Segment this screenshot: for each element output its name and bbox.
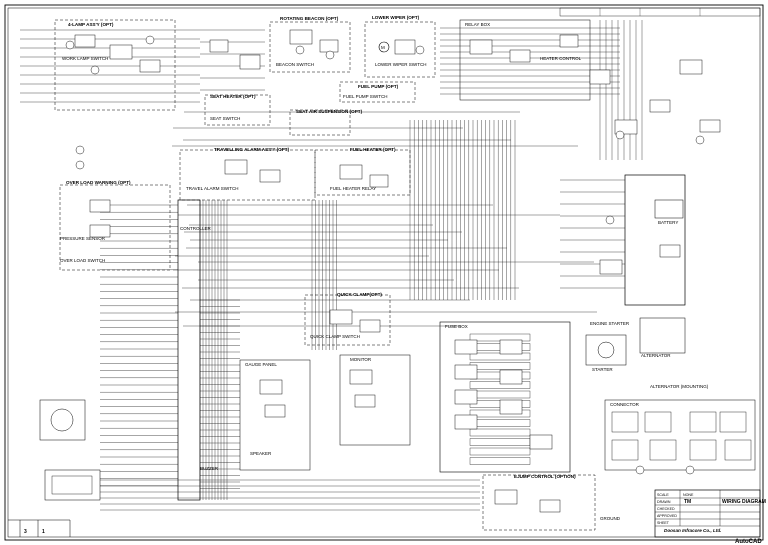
battery-block: BATTERY — [654, 199, 684, 225]
title-drawn-label: DRAWN — [657, 500, 671, 504]
engine-starter-title: ENGINE STARTER — [590, 321, 630, 326]
buzzer-label: BUZZER — [200, 466, 219, 471]
company-name: Doosan Infracore Co., Ltd. — [664, 528, 721, 533]
monitor-label: MONITOR — [350, 357, 372, 362]
revision-strip — [559, 7, 761, 17]
alternator-block: ALTERNATOR ALTERNATOR (MOUNTING) — [624, 174, 709, 389]
controller-block: CONTROLLER — [177, 199, 212, 501]
work-lamp-switch-label: WORK LAMP SWITCH — [62, 56, 108, 61]
wiper-motor-icon — [378, 41, 390, 53]
ground-label: GROUND — [600, 516, 621, 521]
connector-legend-label: CONNECTOR — [610, 402, 640, 407]
work-lamp-block: 4-LAMP ASS'Y (OPT) — [54, 19, 176, 111]
fuel-heater-title: FUEL HEATER (OPT) — [350, 147, 396, 152]
controller-label: CONTROLLER — [180, 226, 212, 231]
quick-clamp-switch-label: QUICK CLAMP SWITCH — [310, 334, 360, 339]
travel-alarm-block: TRAVELLING ALARM ASS'Y (OPT) — [179, 147, 316, 201]
connector-legend: CONNECTOR — [604, 399, 756, 471]
alternator-section-title: ALTERNATOR (MOUNTING) — [650, 384, 709, 389]
fuel-pump-title: FUEL PUMP (OPT) — [358, 84, 399, 89]
title-model: TM — [684, 499, 691, 505]
seat-heater-title: SEAT HEATER (OPT) — [210, 94, 256, 99]
lower-wiper-title: LOWER WIPER (OPT) — [372, 15, 420, 20]
title-scale-value: NONE — [683, 493, 694, 497]
title-approved-label: APPROVED — [657, 514, 677, 518]
sheet-border — [4, 4, 764, 541]
travel-alarm-switch-label: TRAVEL ALARM SWITCH — [186, 186, 239, 191]
rotating-beacon-title: ROTATING BEACON (OPT) — [280, 16, 339, 21]
battery-label: BATTERY — [658, 220, 678, 225]
rotating-beacon-block: ROTATING BEACON (OPT) — [269, 16, 351, 73]
seat-switch-label: SEAT SWITCH — [210, 116, 240, 121]
seat-air-suspension-title: SEAT AIR SUSPENSION (OPT) — [296, 109, 363, 114]
quick-clamp-title: QUICK CLAMP(OPT) — [337, 292, 382, 297]
lower-wiper-switch-label: LOWER WIPER SWITCH — [375, 62, 427, 67]
title-checked-label: CHECKED — [657, 507, 675, 511]
ejump-control-block: EJUMP CONTROL (OPTION) — [482, 474, 596, 531]
autocad-mark: AutoCAD — [735, 539, 762, 545]
bottom-left-connectors — [39, 399, 101, 501]
travel-alarm-title: TRAVELLING ALARM ASS'Y (OPT) — [214, 147, 290, 152]
beacon-switch-label: BEACON SWITCH — [276, 62, 314, 67]
fuel-pump-block: FUEL PUMP (OPT) — [339, 81, 416, 103]
title-drawing-title: WIRING DIAGRAM — [722, 499, 766, 505]
title-scale-label: SCALE — [657, 493, 669, 497]
fuel-pump-switch-label: FUEL PUMP SWITCH — [343, 94, 388, 99]
ejump-control-title: EJUMP CONTROL (OPTION) — [514, 474, 576, 479]
starter-block: STARTER — [585, 334, 627, 372]
fuel-heater-relay-label: FUEL HEATER RELAY — [330, 186, 376, 191]
overload-warning-title: OVER LOAD WARNING (OPT) — [66, 180, 131, 185]
monitor-block: MONITOR — [339, 354, 411, 446]
quick-clamp-block: QUICK CLAMP(OPT) — [304, 292, 391, 346]
title-sheet-label: SHEET — [657, 521, 670, 525]
work-lamp-title: 4-LAMP ASS'Y (OPT) — [68, 22, 114, 27]
starter-motor-icon — [597, 341, 615, 359]
alternator-label: ALTERNATOR — [641, 353, 671, 358]
wire-network — [20, 20, 643, 511]
overload-switch-label: OVER LOAD SWITCH — [60, 258, 105, 263]
svg-text:M: M — [381, 45, 385, 50]
lower-wiper-block: LOWER WIPER (OPT) M — [364, 15, 436, 78]
heater-control-label: HEATER CONTROL — [540, 56, 582, 61]
seat-heater-block: SEAT HEATER (OPT) — [204, 94, 271, 126]
overload-warning-block: OVER LOAD WARNING (OPT) — [59, 180, 171, 271]
relay-box-block: RELAY BOX — [459, 19, 591, 101]
starter-label: STARTER — [592, 367, 613, 372]
component-symbols — [65, 29, 721, 513]
sheet-inner-border — [7, 7, 761, 538]
speaker-label: SPEAKER — [250, 451, 272, 456]
gauge-panel-label: GAUGE PANEL — [245, 362, 277, 367]
rev-mark-2: 1 — [42, 529, 45, 535]
fuse-box-label: FUSE BOX — [445, 324, 468, 329]
rev-mark-1: 3 — [24, 529, 27, 535]
seat-air-suspension-block: SEAT AIR SUSPENSION (OPT) — [289, 109, 363, 136]
title-block: SCALE NONE DRAWN CHECKED APPROVED SHEET … — [654, 489, 766, 545]
gauge-panel-block: GAUGE PANEL — [239, 359, 311, 471]
pressure-sensor-label: PRESSURE SENSOR — [60, 236, 106, 241]
relay-box-label: RELAY BOX — [465, 22, 490, 27]
